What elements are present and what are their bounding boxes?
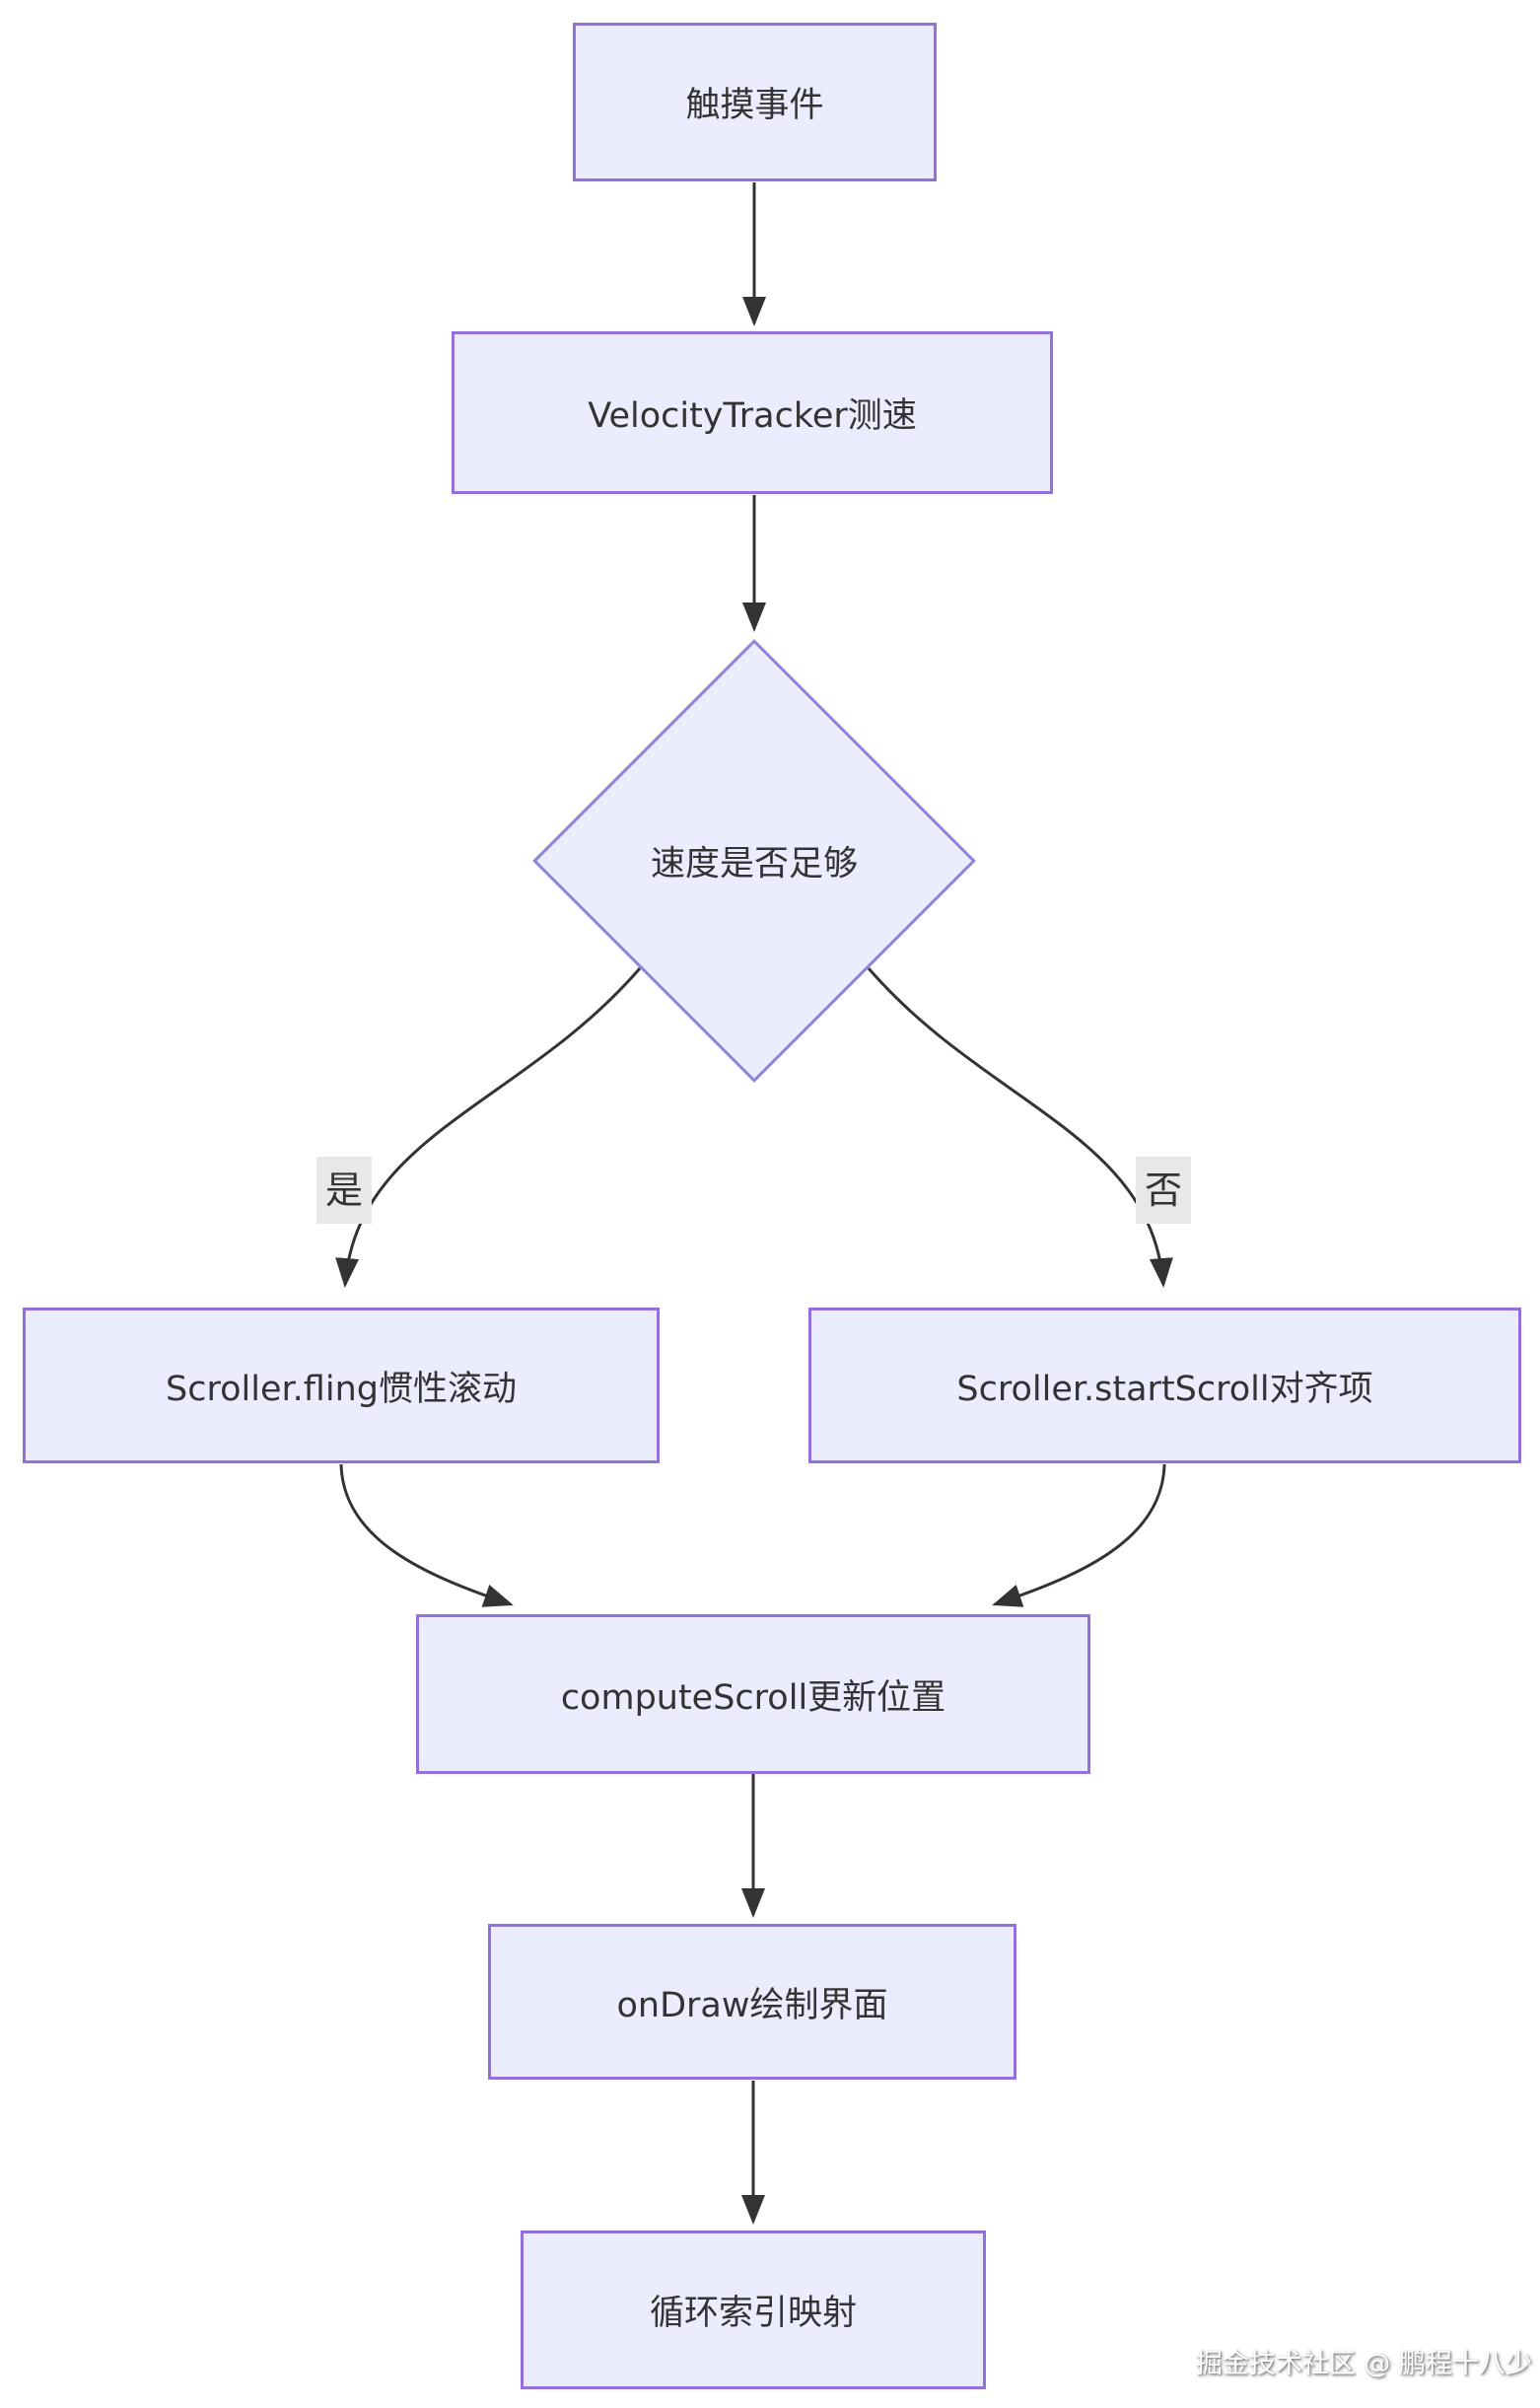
edge-label-yes: 是 [316, 1157, 373, 1224]
node-fling-label: Scroller.fling惯性滚动 [166, 1369, 517, 1409]
node-compute-scroll-label: computeScroll更新位置 [560, 1677, 946, 1718]
edge-startscroll-to-compute [992, 1463, 1166, 1607]
node-loop-index: 循环索引映射 [521, 2231, 986, 2389]
node-velocity-tracker-label: VelocityTracker测速 [588, 396, 917, 436]
watermark: 掘金技术社区 @ 鹏程十八少 [1195, 2349, 1532, 2379]
edge-label-no: 否 [1136, 1157, 1192, 1224]
node-on-draw: onDraw绘制界面 [488, 1924, 1016, 2080]
node-compute-scroll: computeScroll更新位置 [416, 1614, 1090, 1774]
node-speed-decision: 速度是否足够 [532, 639, 976, 1083]
edge-decision-yes-to-fling [335, 967, 642, 1288]
node-velocity-tracker: VelocityTracker测速 [452, 331, 1053, 494]
edge-label-yes-text: 是 [325, 1169, 364, 1212]
node-start-scroll: Scroller.startScroll对齐项 [808, 1308, 1521, 1463]
edge-label-no-text: 否 [1145, 1169, 1183, 1212]
node-fling: Scroller.fling惯性滚动 [23, 1308, 660, 1463]
node-speed-decision-label: 速度是否足够 [650, 844, 859, 885]
node-on-draw-label: onDraw绘制界面 [616, 1985, 888, 2025]
node-touch-event: 触摸事件 [573, 23, 937, 181]
edge-decision-no-to-startscroll [867, 967, 1173, 1288]
edge-fling-to-compute [339, 1463, 514, 1607]
node-start-scroll-label: Scroller.startScroll对齐项 [956, 1369, 1373, 1409]
node-touch-event-label: 触摸事件 [685, 86, 824, 125]
node-loop-index-label: 循环索引映射 [649, 2294, 857, 2333]
